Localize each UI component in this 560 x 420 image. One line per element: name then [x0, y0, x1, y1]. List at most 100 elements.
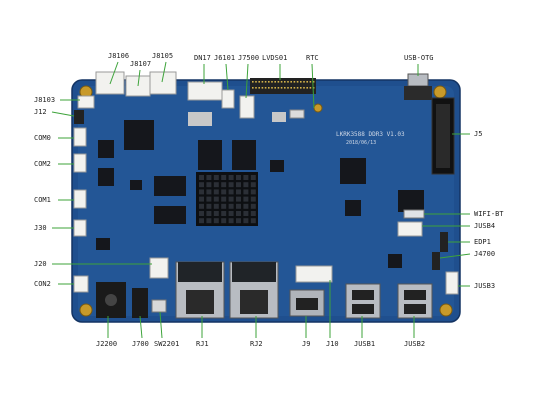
heatsink-fin: [243, 189, 249, 195]
chip-right-low: [388, 254, 402, 268]
connector-j30: [73, 219, 87, 237]
heatsink-fin: [236, 182, 241, 188]
hdmi-j9-port: [296, 298, 318, 310]
heatsink-fin: [236, 218, 241, 224]
label-j6101: J6101: [214, 54, 236, 62]
heatsink-fin: [243, 175, 249, 180]
lvds-pin: [255, 87, 257, 89]
silkscreen-date: 2018/06/13: [346, 140, 376, 146]
label-jusb3: JUSB3: [474, 282, 496, 290]
label-j8103: J8103: [34, 96, 56, 104]
label-sticker: [188, 112, 212, 126]
lvds-pins: [252, 81, 315, 89]
connector-j4700: [432, 252, 440, 270]
lvds-pin: [258, 81, 260, 83]
chip-right-mid: [345, 200, 361, 216]
heatsink-fin: [221, 175, 227, 180]
connector-j12: [74, 110, 84, 124]
mounting-hole-br: [439, 303, 453, 317]
lvds-pin: [287, 81, 289, 83]
chip-left-mid: [154, 176, 186, 196]
heatsink-fin: [199, 189, 204, 195]
lvds-pin: [303, 87, 305, 89]
heatsink-fin: [236, 196, 241, 202]
mounting-hole-tr: [433, 85, 447, 99]
rj45-rj1-top: [178, 262, 222, 282]
rj45-rj2-port: [240, 290, 268, 314]
heatsink-fin: [221, 203, 227, 209]
heatsink-fin: [199, 218, 204, 224]
lvds-pin: [309, 87, 312, 89]
ddr-chip-1: [198, 140, 222, 170]
label-jusb4: JUSB4: [474, 222, 496, 230]
rj45-rj2-top: [232, 262, 276, 282]
label-j30: J30: [34, 224, 47, 232]
heatsink-fin: [206, 189, 212, 195]
usb-jusb1-port-b: [352, 304, 374, 314]
pcb-inner-shade: [78, 86, 454, 316]
lvds-pin: [252, 81, 254, 83]
lvds-pin: [261, 87, 264, 89]
heatsink-fin: [236, 203, 241, 209]
heatsink-fin: [213, 175, 219, 180]
connector-j8105: [149, 71, 177, 95]
lvds-pin: [306, 87, 308, 89]
heatsink-fin: [228, 218, 234, 224]
label-j2200: J2200: [96, 340, 118, 348]
heatsink: [196, 172, 258, 226]
heatsink-fin: [221, 182, 227, 188]
label-j12: J12: [34, 108, 47, 116]
label-rj1: RJ1: [196, 340, 209, 348]
heatsink-fin: [221, 211, 227, 216]
lvds-pin: [312, 81, 315, 83]
label-sticker-2: [272, 112, 286, 122]
lvds-pin: [271, 81, 273, 83]
heatsink-fin: [243, 211, 249, 216]
lvds-pin: [255, 81, 257, 83]
usb-otg-base: [404, 86, 432, 100]
heatsink-fin: [221, 218, 227, 224]
heatsink-fin: [228, 189, 234, 195]
chip-small-b: [270, 160, 284, 172]
heatsink-fin: [206, 218, 212, 224]
heatsink-fin: [199, 196, 204, 202]
lvds-pin: [309, 81, 312, 83]
callout-line: [439, 253, 471, 259]
label-jusb2: JUSB2: [404, 340, 426, 348]
lvds-pin: [303, 81, 305, 83]
heatsink-fin: [228, 211, 234, 216]
connector-com1: [73, 189, 87, 209]
heatsink-fin: [236, 175, 241, 180]
connector-j8103: [77, 95, 95, 109]
connector-j6101: [221, 89, 235, 109]
connector-com2: [73, 153, 87, 173]
callout-line: [51, 111, 75, 117]
lvds-pin: [312, 87, 315, 89]
heatsink-fin: [250, 182, 256, 188]
heatsink-fin: [199, 203, 204, 209]
lvds-pin: [296, 81, 299, 83]
usb-jusb2-port-b: [404, 304, 426, 314]
heatsink-fin: [236, 211, 241, 216]
header-lvds01: [250, 78, 316, 94]
connector-j10: [295, 265, 333, 283]
heatsink-fin: [243, 218, 249, 224]
chip-left-low: [154, 206, 186, 224]
mounting-hole-bl: [79, 303, 93, 317]
heatsink-fin: [206, 175, 212, 180]
heatsink-fin: [221, 189, 227, 195]
ic-main: [340, 158, 366, 184]
dc-jack-hole: [105, 294, 117, 306]
connector-jusb4: [397, 221, 423, 237]
label-lvds01: LVDS01: [262, 54, 288, 62]
heatsink-fin: [243, 182, 249, 188]
chip-top-left: [124, 120, 154, 150]
label-edp1: EDP1: [474, 238, 491, 246]
lvds-pin: [293, 81, 296, 83]
label-com1: COM1: [34, 196, 51, 204]
heatsink-fin: [199, 182, 204, 188]
mounting-hole-mid: [313, 103, 323, 113]
heatsink-fin: [199, 211, 204, 216]
